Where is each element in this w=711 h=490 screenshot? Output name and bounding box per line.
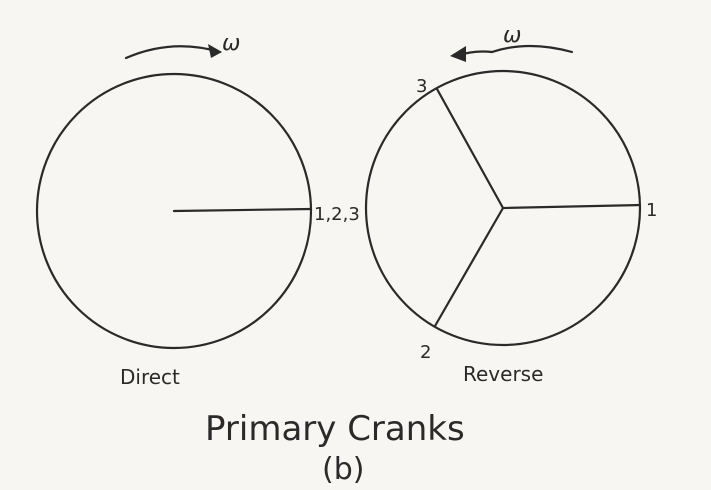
- reverse-omega-arrow: [490, 44, 574, 54]
- direct-caption: Direct: [120, 365, 180, 389]
- direct-crank-group: ω 1,2,3 Direct: [35, 31, 360, 389]
- reverse-crank-group: ω 1 2 3 Reverse: [364, 23, 657, 386]
- reverse-crank-circle: [364, 69, 642, 347]
- diagram-sublabel: (b): [322, 452, 364, 487]
- direct-crank-line: [172, 207, 313, 213]
- reverse-omega-symbol: ω: [503, 23, 521, 48]
- reverse-crank-label-1: 1: [646, 200, 657, 221]
- reverse-crank-line-1: [501, 203, 642, 210]
- reverse-crank-line-2: [433, 206, 505, 328]
- direct-omega-arrowhead: [208, 44, 222, 58]
- reverse-crank-line-3: [435, 87, 505, 210]
- direct-omega-symbol: ω: [222, 31, 240, 56]
- reverse-omega-arrow-tail: [454, 50, 494, 58]
- direct-crank-circle: [35, 72, 313, 350]
- reverse-crank-label-2: 2: [420, 342, 431, 363]
- diagram-title: Primary Cranks: [205, 409, 465, 449]
- reverse-crank-label-3: 3: [416, 76, 427, 97]
- direct-omega-arrow: [124, 45, 222, 60]
- reverse-omega-arrowhead: [450, 46, 466, 62]
- direct-crank-label: 1,2,3: [314, 204, 360, 225]
- reverse-caption: Reverse: [463, 362, 543, 386]
